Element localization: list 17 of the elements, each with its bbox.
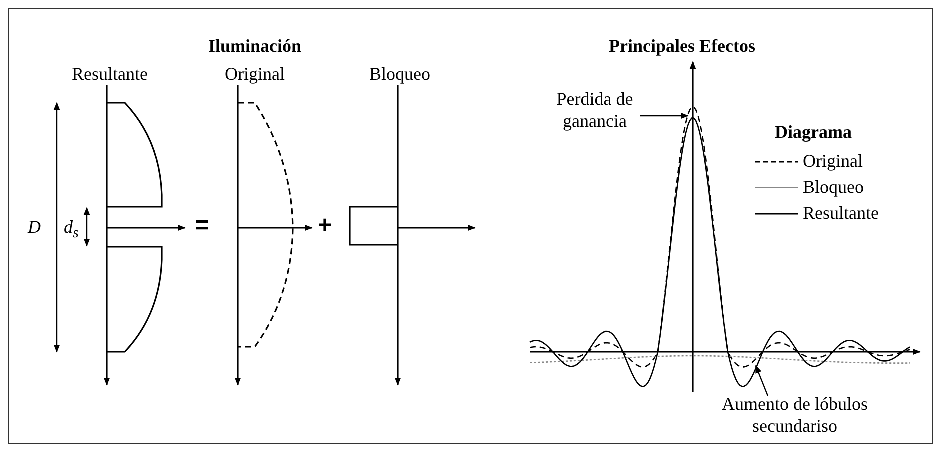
dimension-label: d$_{s}$ — [64, 217, 79, 244]
leader-line — [640, 112, 689, 120]
column-label: Original — [225, 64, 285, 85]
panel-heading: Iluminación — [208, 36, 302, 57]
operator-symbol: + — [318, 215, 332, 236]
legend-label: Bloqueo — [803, 177, 864, 198]
column-label: Bloqueo — [370, 64, 430, 85]
callout-text: Aumento de lóbulos secundariso — [690, 393, 900, 437]
operator-symbol: = — [195, 215, 210, 236]
legend-label: Original — [803, 151, 863, 172]
dimension-label: D — [28, 217, 41, 238]
legend-heading: Diagrama — [775, 122, 852, 143]
panel-heading: Principales Efectos — [609, 36, 756, 57]
leader-line — [755, 365, 769, 396]
callout-text: Perdida de ganancia — [540, 88, 650, 132]
column-label: Resultante — [72, 64, 148, 85]
legend-label: Resultante — [803, 203, 879, 224]
